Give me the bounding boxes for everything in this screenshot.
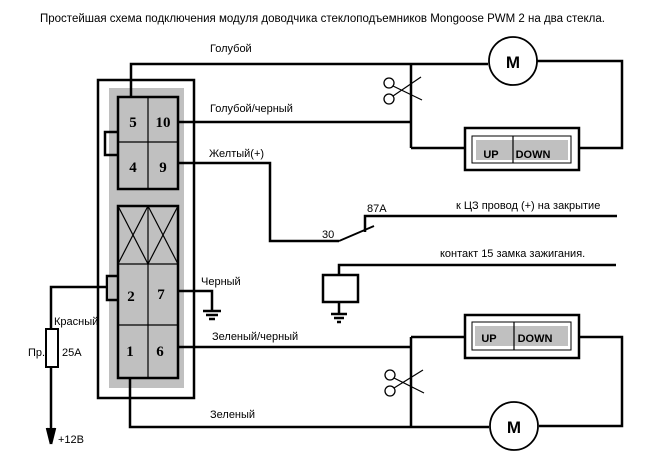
motor-top-label: M [506, 53, 520, 72]
switch-bottom-down: DOWN [518, 333, 553, 345]
power-label: +12В [58, 434, 84, 446]
wire-motor-bottom-return [539, 335, 624, 428]
label-ignition: контакт 15 замка зажигания. [440, 248, 585, 260]
diagram-title: Простейшая схема подключения модуля дово… [40, 13, 605, 25]
pin-6: 6 [156, 344, 164, 360]
fuse-rating: 25А [62, 347, 82, 359]
fuse-label: Пр. [28, 347, 45, 359]
relay-contact-30: 30 [322, 229, 334, 241]
window-switch-top: UP DOWN [463, 126, 581, 172]
wire-yellow [178, 161, 339, 243]
pin-4: 4 [129, 160, 137, 176]
pin-1: 1 [126, 344, 134, 360]
upper-connector: 5 10 4 9 [103, 95, 180, 191]
relay-coil [321, 273, 360, 304]
scissors-icon-bottom [384, 369, 425, 397]
switch-top-down: DOWN [516, 149, 551, 161]
label-yellow: Желтый(+) [209, 148, 264, 160]
wire-ignition [337, 263, 616, 274]
arrow-down-icon [45, 427, 57, 445]
label-green-black: Зеленый/черный [212, 331, 298, 343]
pin-9: 9 [159, 160, 167, 176]
relay-contact-arm [338, 225, 375, 242]
pin-5: 5 [129, 115, 137, 131]
pin-10: 10 [156, 115, 171, 131]
relay-contact-87a: 87А [367, 203, 387, 215]
ground-icon-relay [331, 302, 347, 324]
wire-black [178, 289, 214, 310]
scissors-icon-top [383, 76, 423, 105]
ground-icon-black [203, 309, 221, 321]
wire-red [49, 285, 107, 432]
label-green: Зеленый [210, 409, 255, 421]
switch-bottom-up: UP [481, 333, 496, 345]
wire-central-lock [363, 214, 617, 232]
motor-bottom [489, 401, 539, 451]
label-central-lock: к ЦЗ провод (+) на закрытие [456, 200, 600, 212]
pin-7: 7 [157, 287, 165, 303]
wire-motor-top-return [537, 59, 624, 150]
fuse [45, 328, 59, 368]
motor-bottom-label: M [507, 418, 521, 437]
wire-blue [129, 62, 488, 97]
label-red: Красный [54, 316, 98, 328]
label-black: Черный [201, 276, 241, 288]
label-blue: Голубой [210, 43, 252, 55]
switch-top-up: UP [483, 149, 498, 161]
label-blue-black: Голубой/черный [210, 103, 293, 115]
jumper-5-4 [103, 130, 118, 157]
connector-background [109, 88, 184, 388]
window-switch-bottom: UP DOWN [463, 313, 581, 360]
pin-2: 2 [127, 289, 135, 305]
module-frame [96, 78, 196, 400]
wire-green [128, 378, 489, 429]
